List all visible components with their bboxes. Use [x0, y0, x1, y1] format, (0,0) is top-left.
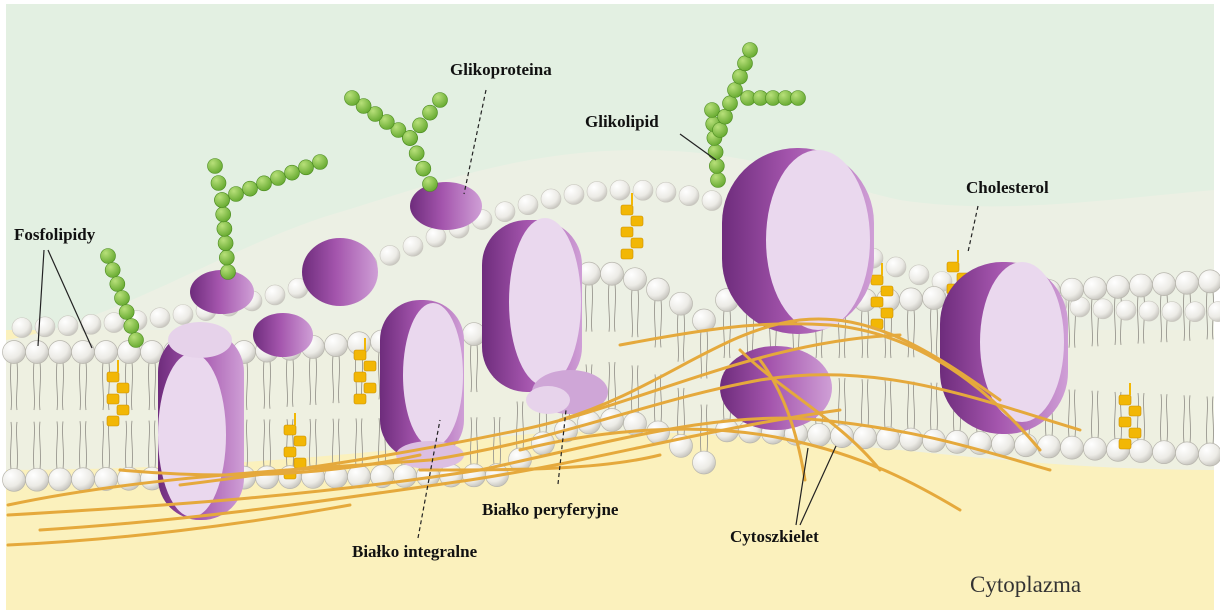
glycoprotein-protein — [410, 182, 482, 230]
cytoskeleton-label: Cytoszkielet — [730, 527, 819, 547]
peripheral-protein-label: Białko peryferyjne — [482, 500, 618, 520]
protein-back-2 — [302, 238, 378, 306]
phospholipids-label: Fosfolipidy — [14, 225, 95, 245]
cytoplasm-label: Cytoplazma — [970, 572, 1081, 598]
protein-back-3 — [253, 313, 313, 357]
integral-protein-label: Białko integralne — [352, 542, 477, 562]
integral-protein-tall — [482, 218, 582, 392]
integral-protein-left — [158, 322, 244, 520]
glycoprotein-label: Glikoproteina — [450, 60, 552, 80]
integral-protein-right — [940, 262, 1068, 434]
cholesterol-label: Cholesterol — [966, 178, 1049, 198]
glycolipid-label: Glikolipid — [585, 112, 659, 132]
